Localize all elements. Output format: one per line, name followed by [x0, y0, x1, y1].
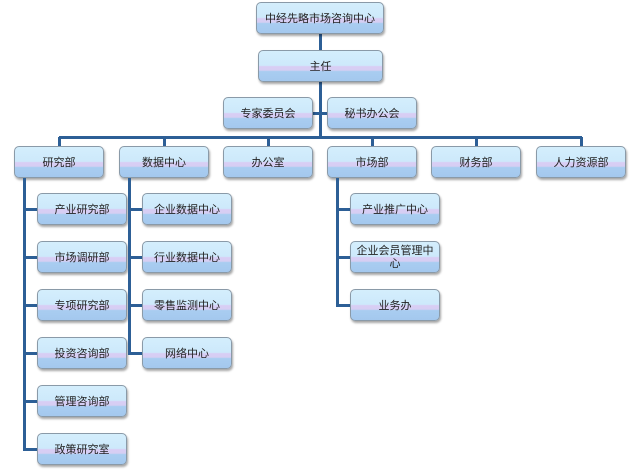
connector — [336, 256, 350, 259]
node-unit[interactable]: 业务办 — [350, 289, 440, 321]
node-department[interactable]: 市场部 — [327, 146, 417, 178]
connector — [128, 304, 142, 307]
connector — [59, 136, 582, 139]
node-department[interactable]: 办公室 — [223, 146, 313, 178]
node-advisory[interactable]: 专家委员会 — [223, 97, 313, 129]
connector — [267, 137, 270, 146]
node-unit[interactable]: 专项研究部 — [37, 289, 127, 321]
connector — [128, 256, 142, 259]
node-department[interactable]: 财务部 — [431, 146, 521, 178]
node-unit[interactable]: 管理咨询部 — [37, 385, 127, 417]
connector — [319, 34, 322, 50]
connector — [319, 82, 322, 138]
node-unit[interactable]: 产业研究部 — [37, 193, 127, 225]
connector — [58, 137, 61, 146]
connector — [128, 208, 142, 211]
connector — [23, 352, 37, 355]
connector — [336, 304, 350, 307]
connector — [313, 112, 327, 115]
connector — [23, 256, 37, 259]
node-department[interactable]: 数据中心 — [119, 146, 209, 178]
node-unit[interactable]: 企业会员管理中心 — [350, 241, 440, 273]
node-unit[interactable]: 零售监测中心 — [142, 289, 232, 321]
connector — [23, 178, 26, 451]
node-root[interactable]: 中经先略市场咨询中心 — [256, 2, 384, 34]
connector — [23, 304, 37, 307]
node-unit[interactable]: 企业数据中心 — [142, 193, 232, 225]
node-department[interactable]: 研究部 — [14, 146, 104, 178]
connector — [336, 208, 350, 211]
node-unit[interactable]: 政策研究室 — [37, 433, 127, 465]
connector — [580, 137, 583, 146]
node-director[interactable]: 主任 — [258, 50, 383, 82]
connector — [371, 137, 374, 146]
node-unit[interactable]: 产业推广中心 — [350, 193, 440, 225]
node-unit[interactable]: 投资咨询部 — [37, 337, 127, 369]
node-unit[interactable]: 网络中心 — [142, 337, 232, 369]
connector — [163, 137, 166, 146]
node-department[interactable]: 人力资源部 — [536, 146, 626, 178]
connector — [23, 448, 37, 451]
connector — [475, 137, 478, 146]
node-advisory[interactable]: 秘书办公会 — [327, 97, 417, 129]
connector — [336, 178, 339, 307]
connector — [23, 400, 37, 403]
node-unit[interactable]: 行业数据中心 — [142, 241, 232, 273]
connector — [23, 208, 37, 211]
node-unit[interactable]: 市场调研部 — [37, 241, 127, 273]
connector — [128, 352, 142, 355]
connector — [128, 178, 131, 355]
